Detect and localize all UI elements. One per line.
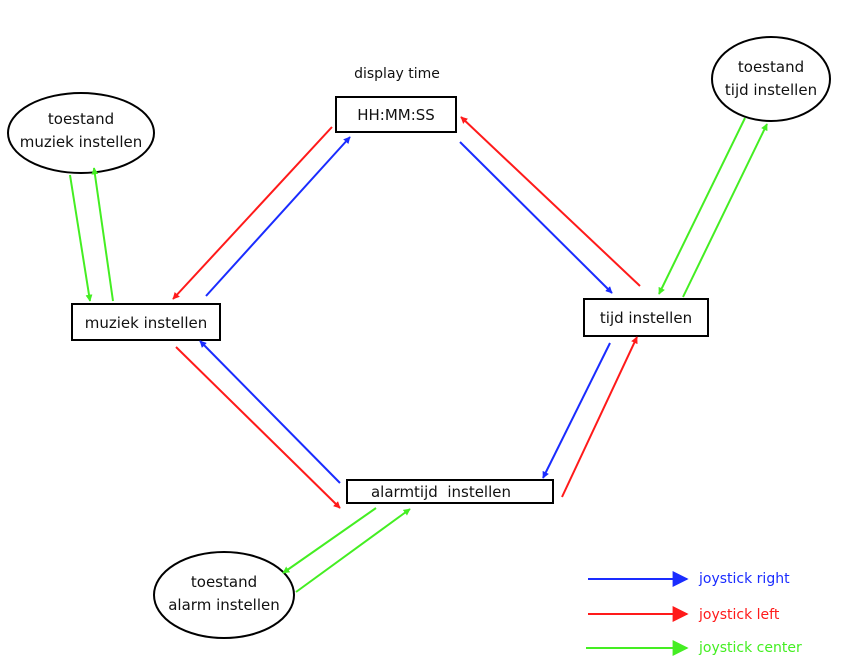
state-display-time-label: HH:MM:SS [357, 106, 435, 124]
substate-tijd-ellipse [711, 36, 831, 122]
state-tijd-instellen-label: tijd instellen [600, 309, 692, 327]
state-muziek-instellen: muziek instellen [71, 303, 221, 341]
substate-alarm-line1: toestand [191, 573, 257, 591]
substate-toestand-alarm-instellen: toestand alarm instellen [153, 551, 295, 639]
arrow-right-display-to-tijd [459, 141, 613, 294]
substate-toestand-tijd-instellen: toestand tijd instellen [711, 36, 831, 122]
state-tijd-instellen-box [583, 298, 709, 337]
legend-item-joystick-left: joystick left [588, 606, 780, 623]
substate-muziek-line1: toestand [48, 110, 114, 128]
arrow-center-muziek-sub-to-muziek [69, 174, 93, 302]
legend: joystick right joystick left joystick ce… [586, 571, 802, 656]
legend-label-joystick-right: joystick right [698, 571, 790, 587]
arrow-center-alarm-to-alarm-sub [282, 507, 377, 574]
state-alarmtijd-instellen: alarmtijd instellen [346, 479, 554, 504]
state-tijd-instellen: tijd instellen [583, 298, 709, 337]
state-display-time: HH:MM:SS [335, 96, 457, 133]
substate-alarm-line2: alarm instellen [168, 596, 280, 614]
arrow-left-display-to-muziek [172, 126, 333, 300]
substate-alarm-ellipse [153, 551, 295, 639]
state-alarmtijd-instellen-box [346, 479, 554, 504]
arrow-left-muziek-to-alarm [175, 346, 341, 509]
substate-tijd-line2: tijd instellen [725, 81, 817, 99]
arrow-right-tijd-to-alarm [542, 342, 611, 479]
arrow-right-alarm-to-muziek [199, 340, 341, 484]
substate-muziek-ellipse [7, 92, 155, 174]
state-muziek-instellen-box [71, 303, 221, 341]
arrow-center-muziek-to-muziek-sub [91, 167, 114, 302]
legend-item-joystick-right: joystick right [588, 571, 790, 587]
substate-muziek-line2: muziek instellen [20, 133, 143, 151]
substate-tijd-line1: toestand [738, 58, 804, 76]
legend-label-joystick-left: joystick left [698, 607, 780, 623]
arrow-right-muziek-to-display [205, 136, 351, 297]
legend-label-joystick-center: joystick center [698, 640, 802, 656]
arrow-left-tijd-to-display [460, 116, 641, 287]
substate-toestand-muziek-instellen: toestand muziek instellen [7, 92, 155, 174]
arrow-center-tijd-to-tijd-sub [682, 123, 768, 298]
state-alarmtijd-instellen-label: alarmtijd instellen [371, 483, 511, 501]
state-display-time-box [335, 96, 457, 133]
display-time-caption: display time [354, 66, 440, 82]
arrow-center-alarm-sub-to-alarm [295, 508, 411, 593]
arrow-left-alarm-to-tijd [561, 336, 638, 498]
legend-item-joystick-center: joystick center [586, 640, 802, 656]
arrow-center-tijd-sub-to-tijd [658, 117, 746, 295]
state-muziek-instellen-label: muziek instellen [85, 314, 208, 332]
